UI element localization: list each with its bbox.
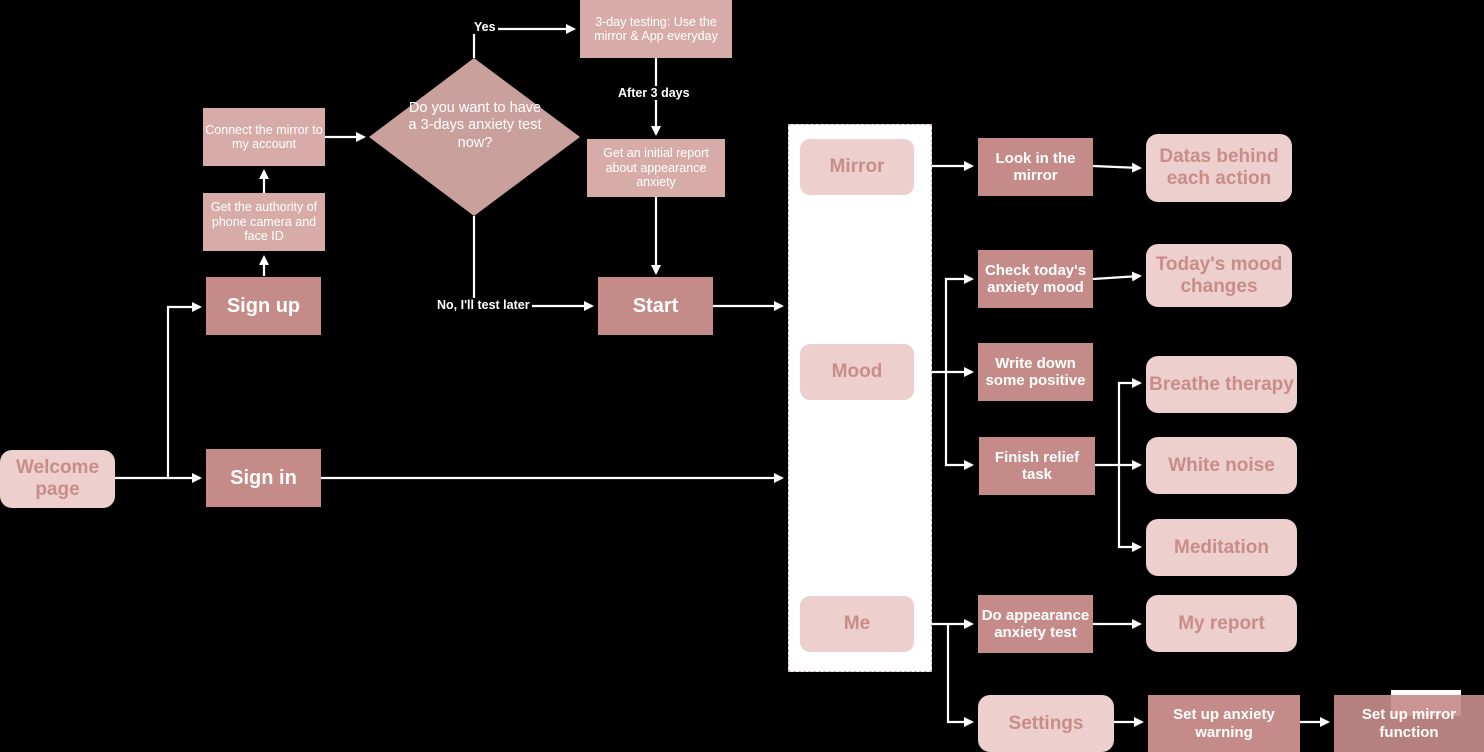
check-mood-node: Check today's anxiety mood: [978, 250, 1093, 308]
authority-node: Get the authority of phone camera and fa…: [203, 193, 325, 251]
finish-relief-node: Finish relief task: [979, 437, 1095, 495]
decision-text: Do you want to have a 3-days anxiety tes…: [408, 100, 542, 151]
breathe-node: Breathe therapy: [1146, 356, 1297, 413]
tab-me: Me: [800, 596, 914, 652]
edge-label-after-3-days: After 3 days: [616, 86, 692, 100]
edge-label-no-later: No, I'll test later: [435, 298, 532, 312]
anxiety-warning-node: Set up anxiety warning: [1148, 695, 1300, 752]
do-test-node: Do appearance anxiety test: [978, 595, 1093, 653]
write-positive-node: Write down some positive: [978, 343, 1093, 401]
white-noise-node: White noise: [1146, 437, 1297, 494]
welcome-page-node: Welcome page: [0, 450, 115, 508]
mood-changes-node: Today's mood changes: [1146, 244, 1292, 307]
initial-report-node: Get an initial report about appearance a…: [587, 139, 725, 197]
datas-behind-node: Datas behind each action: [1146, 134, 1292, 202]
my-report-node: My report: [1146, 595, 1297, 652]
testing-node: 3-day testing: Use the mirror & App ever…: [580, 0, 732, 58]
connect-mirror-node: Connect the mirror to my account: [203, 108, 325, 166]
start-node: Start: [598, 277, 713, 335]
tab-mirror: Mirror: [800, 139, 914, 195]
mirror-function-node: Set up mirror function: [1334, 695, 1484, 752]
look-mirror-node: Look in the mirror: [978, 138, 1093, 196]
meditation-node: Meditation: [1146, 519, 1297, 576]
tab-mood: Mood: [800, 344, 914, 400]
sign-up-node: Sign up: [206, 277, 321, 335]
sign-in-node: Sign in: [206, 449, 321, 507]
settings-node: Settings: [978, 695, 1114, 752]
decision-diamond: [369, 58, 580, 216]
edge-label-yes: Yes: [472, 20, 498, 34]
